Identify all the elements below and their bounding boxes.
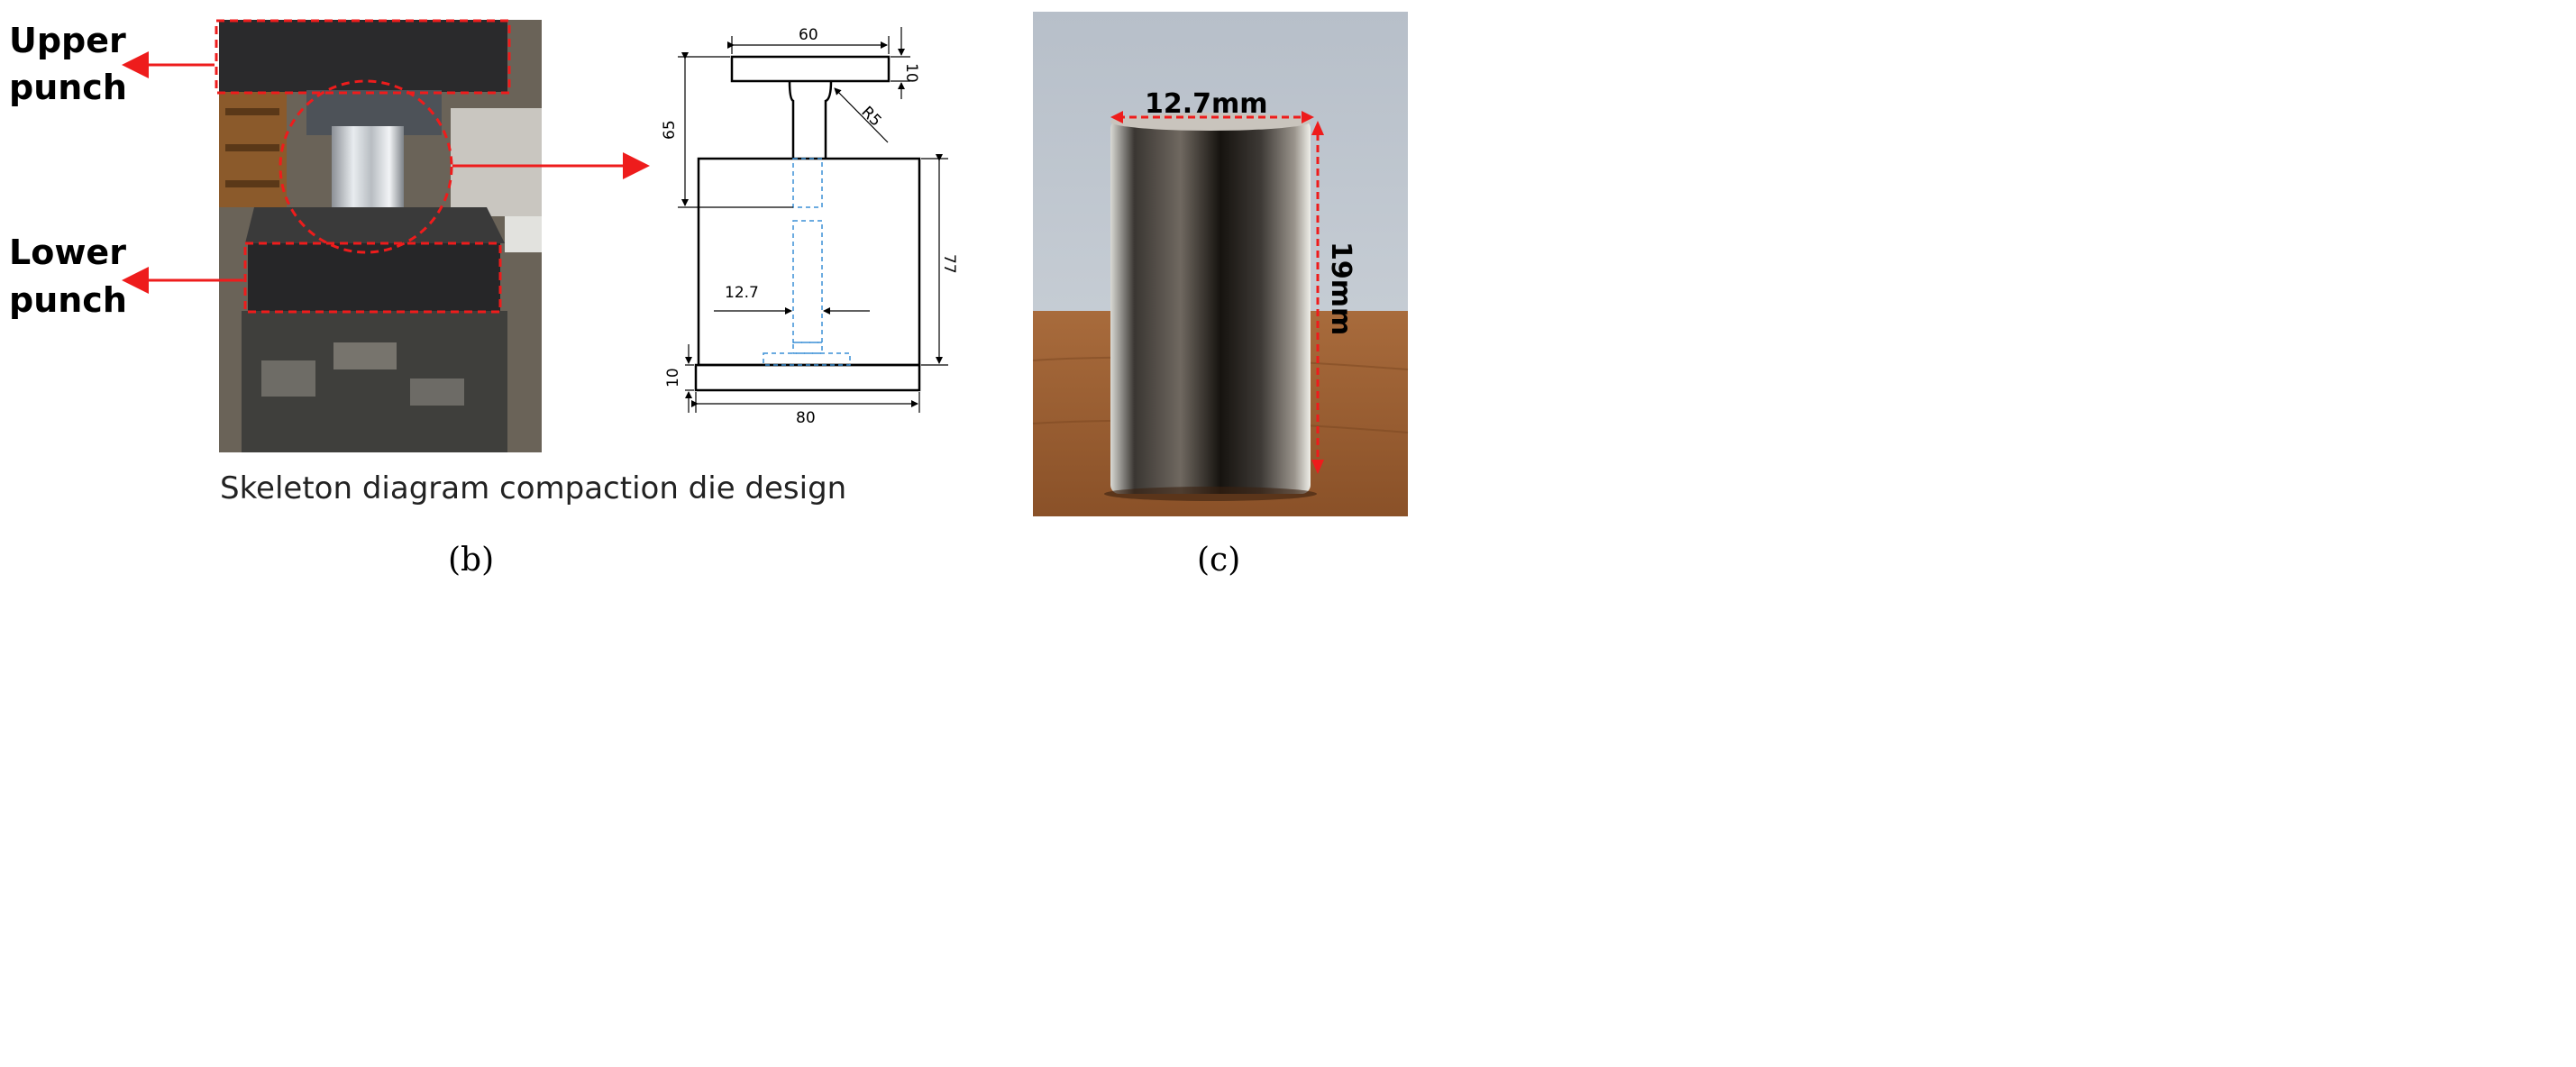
dim-bore: 12.7 (725, 284, 759, 302)
panel-b-caption: Skeleton diagram compaction die design (220, 470, 846, 506)
panel-c-letter: (c) (1197, 542, 1240, 579)
dim-top-thickness: 10 (902, 63, 920, 83)
diameter-measure (1110, 111, 1314, 123)
dim-top-width: 60 (799, 26, 818, 44)
figure: Upper punch Lower punch (9, 12, 1409, 579)
dim-body-height: 77 (940, 254, 958, 274)
panel-b-letter: (b) (448, 542, 494, 579)
lower-label-line1: Lower (9, 233, 126, 272)
dim-base-width: 80 (796, 409, 816, 427)
die-highlight-circle (279, 79, 453, 254)
diameter-label: 12.7mm (1145, 88, 1268, 120)
sample-photo (1032, 12, 1409, 516)
upper-punch-box (215, 19, 511, 95)
die-drawing (678, 27, 948, 413)
upper-label-line1: Upper (9, 21, 126, 60)
height-measure (1311, 121, 1324, 474)
dim-height-65: 65 (661, 120, 679, 140)
dim-radius: R5 (857, 103, 884, 130)
press-photo (219, 20, 542, 452)
lower-label-line2: punch (9, 280, 127, 320)
height-label: 19mm (1325, 242, 1357, 335)
lower-punch-box (243, 242, 502, 314)
upper-label-line2: punch (9, 68, 127, 107)
dim-base-thickness: 10 (664, 368, 682, 388)
